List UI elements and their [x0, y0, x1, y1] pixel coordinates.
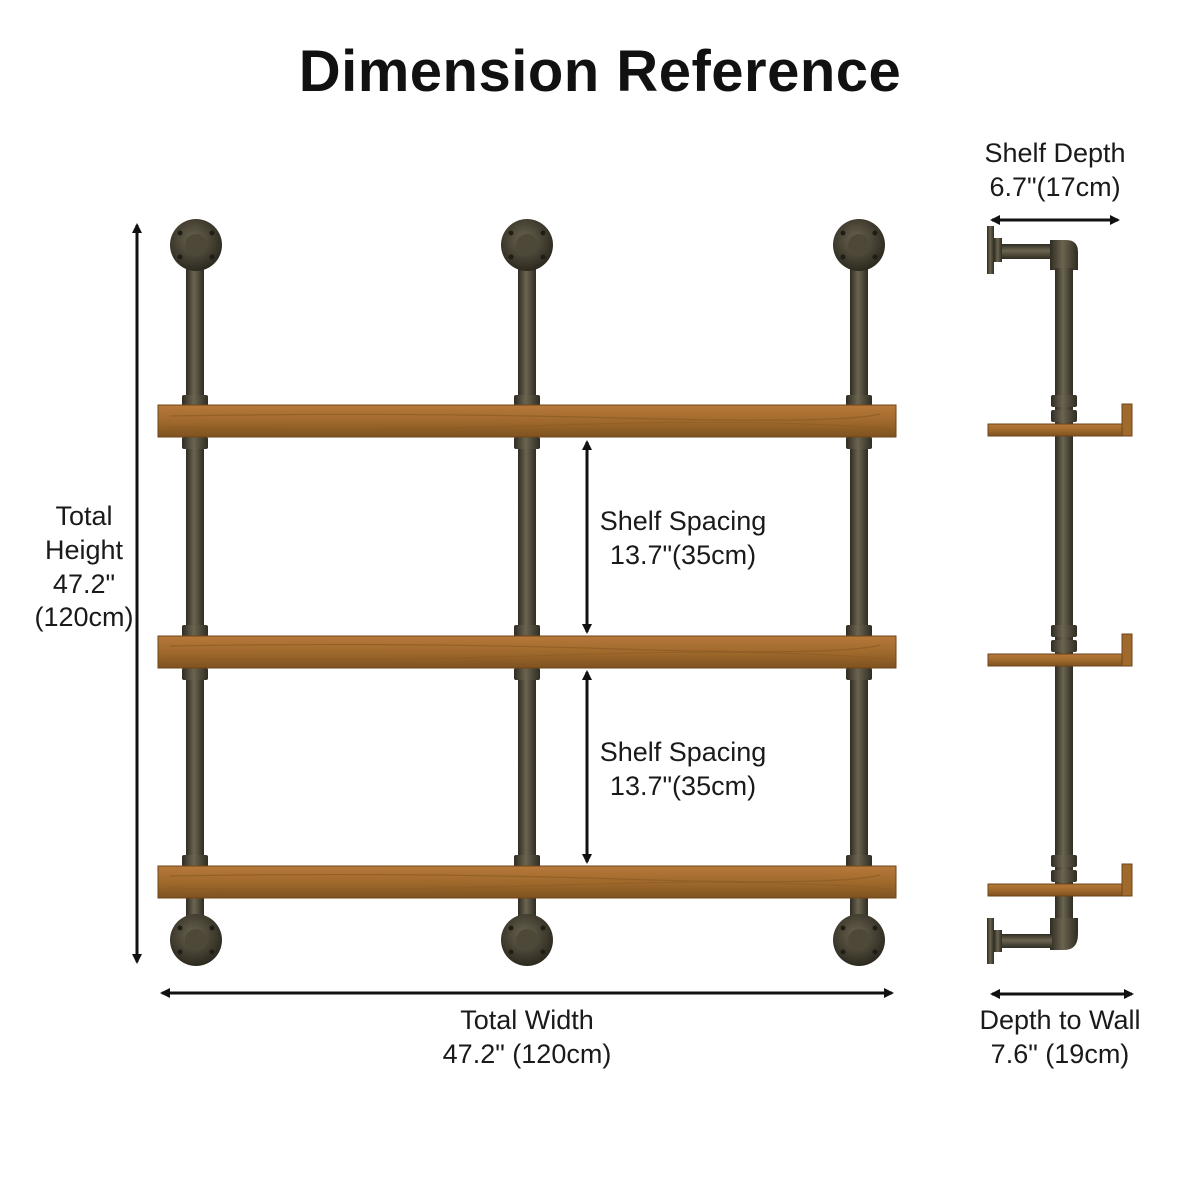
pipe-center: [518, 255, 536, 920]
front-view: [157, 219, 897, 966]
wall-flange-top-right: [833, 219, 885, 271]
total-width-label: Total Width 47.2" (120cm): [397, 1004, 657, 1072]
side-shelf-bottom: [987, 863, 1133, 897]
total-height-name-line1: Total: [55, 501, 113, 531]
total-height-value-cm: (120cm): [34, 602, 134, 633]
shelf-spacing-upper-label: Shelf Spacing 13.7"(35cm): [588, 505, 778, 573]
total-height-value-in: 47.2": [52, 568, 116, 599]
total-width-value: 47.2" (120cm): [442, 1038, 612, 1069]
shelf-depth-value: 6.7"(17cm): [989, 171, 1121, 202]
side-shelf-top: [987, 403, 1133, 437]
shelf-top: [157, 404, 897, 438]
shelf-spacing-upper-name: Shelf Spacing: [599, 506, 767, 536]
shelf-bottom: [157, 865, 897, 899]
wall-flange-bottom-center: [501, 914, 553, 966]
pipe-left: [186, 255, 204, 920]
wall-flange-bottom-right: [833, 914, 885, 966]
wall-flange-top-left: [170, 219, 222, 271]
depth-to-wall-value: 7.6" (19cm): [990, 1038, 1130, 1069]
shelf-depth-name: Shelf Depth: [984, 138, 1126, 168]
pipe-right: [850, 255, 868, 920]
side-shelf-middle: [987, 633, 1133, 667]
total-height-label: Total Height 47.2" (120cm): [24, 500, 144, 635]
wall-flange-bottom-left: [170, 914, 222, 966]
shelf-middle: [157, 635, 897, 669]
page-title: Dimension Reference: [298, 39, 902, 104]
shelf-spacing-lower-label: Shelf Spacing 13.7"(35cm): [588, 736, 778, 804]
depth-to-wall-name: Depth to Wall: [979, 1005, 1141, 1035]
shelf-spacing-upper-value: 13.7"(35cm): [609, 539, 757, 570]
shelf-spacing-lower-value: 13.7"(35cm): [609, 770, 757, 801]
shelf-depth-label: Shelf Depth 6.7"(17cm): [965, 137, 1145, 205]
depth-to-wall-label: Depth to Wall 7.6" (19cm): [970, 1004, 1150, 1072]
side-view: [987, 226, 1133, 964]
total-height-name-line2: Height: [44, 534, 124, 565]
wall-flange-top-center: [501, 219, 553, 271]
total-width-name: Total Width: [460, 1005, 594, 1035]
shelf-spacing-lower-name: Shelf Spacing: [599, 737, 767, 767]
